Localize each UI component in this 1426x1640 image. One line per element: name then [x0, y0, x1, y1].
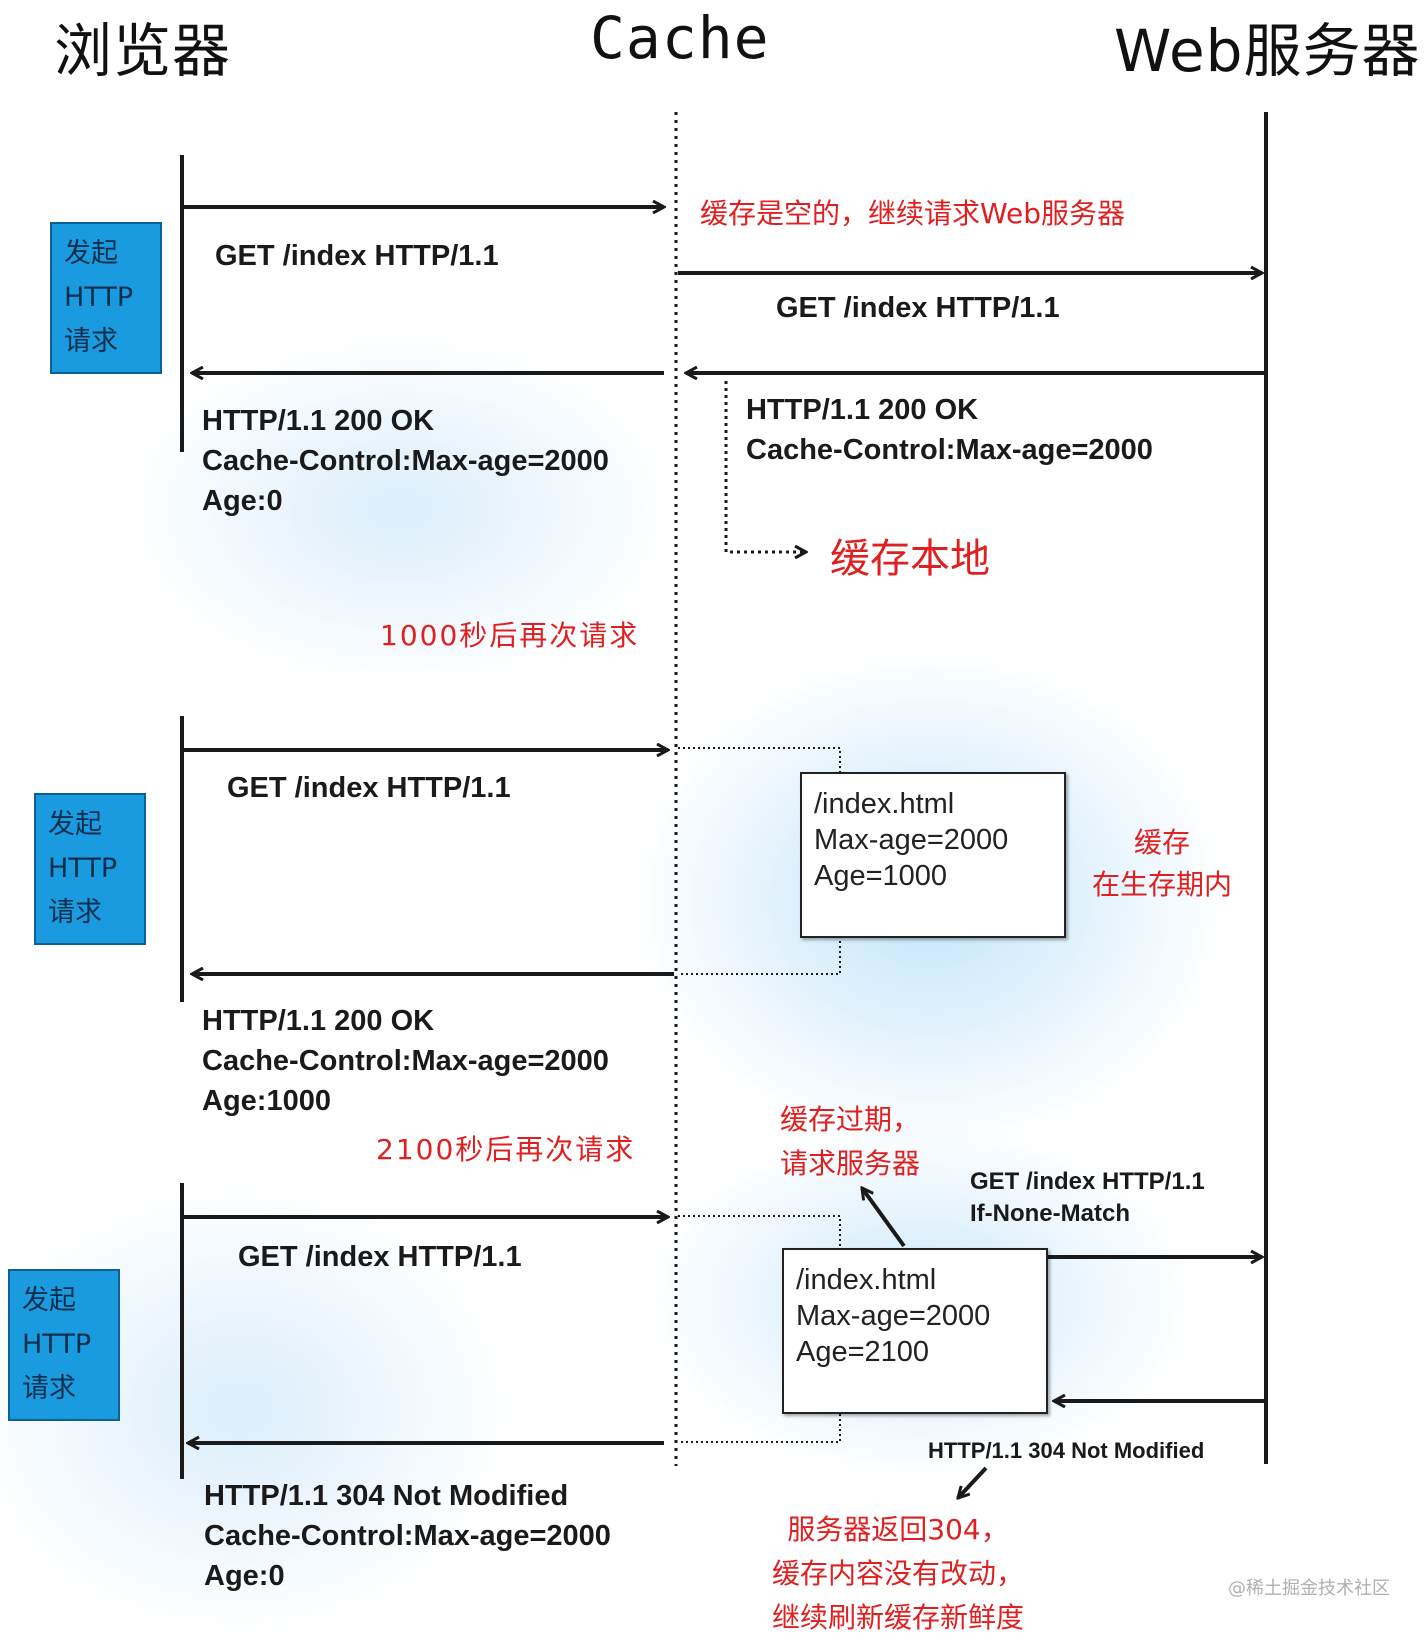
request-label-1: GET /index HTTP/1.1	[215, 240, 499, 272]
cache-entry-line: /index.html	[814, 788, 955, 820]
server-response-1: HTTP/1.1 200 OK Cache-Control:Max-age=20…	[746, 390, 1153, 470]
response-line: HTTP/1.1 304 Not Modified	[204, 1480, 569, 1512]
note-line: 缓存过期，	[780, 1103, 921, 1136]
response-line: HTTP/1.1 200 OK	[202, 1005, 435, 1037]
badge-http-request-3: 发起 HTTP 请求	[8, 1269, 120, 1421]
request-label-2: GET /index HTTP/1.1	[227, 772, 511, 804]
header-browser: 浏览器	[54, 17, 232, 85]
pointer-server-note	[958, 1466, 988, 1498]
header-cache: Cache	[590, 4, 770, 72]
response-line: Age:0	[204, 1560, 285, 1592]
server-304-note: 服务器返回304， 缓存内容没有改动， 继续刷新缓存新鲜度	[772, 1508, 1024, 1640]
response-line: HTTP/1.1 200 OK	[202, 405, 435, 437]
badge-line: 请求	[22, 1373, 76, 1404]
browser-response-1: HTTP/1.1 200 OK Cache-Control:Max-age=20…	[202, 401, 609, 521]
request-line: If-None-Match	[970, 1200, 1130, 1227]
response-line: Cache-Control:Max-age=2000	[204, 1520, 611, 1552]
badge-line: HTTP	[64, 282, 134, 313]
badge-line: 发起	[48, 809, 102, 840]
badge-line: 请求	[64, 326, 118, 357]
note-line: 继续刷新缓存新鲜度	[772, 1601, 1025, 1634]
delay-note-1: 1000秒后再次请求	[380, 619, 640, 652]
note-line: 缓存内容没有改动，	[772, 1557, 1025, 1590]
badge-http-request-2: 发起 HTTP 请求	[34, 793, 146, 945]
cache-entry-box-2: /index.html Max-age=2000 Age=1000	[800, 772, 1066, 938]
pointer-expired-note	[862, 1188, 906, 1248]
request-line: GET /index HTTP/1.1	[970, 1168, 1205, 1195]
badge-line: HTTP	[22, 1329, 92, 1360]
note-line: 在生存期内	[1092, 868, 1233, 901]
cache-entry-line: Age=1000	[814, 860, 948, 892]
cache-entry-line: Age=2100	[796, 1336, 930, 1368]
response-line: Cache-Control:Max-age=2000	[202, 1045, 609, 1077]
response-line: Cache-Control:Max-age=2000	[746, 434, 1153, 466]
request-label-3: GET /index HTTP/1.1	[238, 1241, 522, 1273]
delay-note-2: 2100秒后再次请求	[376, 1133, 636, 1166]
badge-line: 发起	[22, 1285, 76, 1316]
forward-request-label-1: GET /index HTTP/1.1	[776, 292, 1060, 324]
server-response-label-3: HTTP/1.1 304 Not Modified	[928, 1438, 1205, 1463]
browser-response-2: HTTP/1.1 200 OK Cache-Control:Max-age=20…	[202, 1001, 609, 1121]
cache-local-note: 缓存本地	[830, 536, 990, 582]
badge-line: HTTP	[48, 853, 118, 884]
response-line: Cache-Control:Max-age=2000	[202, 445, 609, 477]
arrow-cache-local	[724, 381, 806, 552]
response-line: Age:0	[202, 485, 283, 517]
watermark: @稀土掘金技术社区	[1228, 1578, 1390, 1599]
cache-expired-note: 缓存过期， 请求服务器	[780, 1098, 920, 1186]
badge-http-request-1: 发起 HTTP 请求	[50, 222, 162, 374]
note-line: 服务器返回304，	[787, 1513, 1009, 1546]
cache-entry-line: /index.html	[796, 1264, 937, 1296]
note-line: 缓存	[1134, 826, 1191, 859]
badge-line: 请求	[48, 897, 102, 928]
cache-entry-line: Max-age=2000	[796, 1300, 991, 1332]
cache-fresh-note: 缓存 在生存期内	[1092, 822, 1232, 906]
badge-line: 发起	[64, 238, 118, 269]
cache-empty-note: 缓存是空的，继续请求Web服务器	[700, 197, 1126, 230]
response-line: Age:1000	[202, 1085, 331, 1117]
forward-request-label-3: GET /index HTTP/1.1 If-None-Match	[970, 1166, 1205, 1230]
response-line: HTTP/1.1 200 OK	[746, 394, 979, 426]
cache-entry-line: Max-age=2000	[814, 824, 1009, 856]
browser-response-3: HTTP/1.1 304 Not Modified Cache-Control:…	[204, 1476, 611, 1596]
header-server: Web服务器	[1114, 17, 1421, 85]
cache-entry-box-3: /index.html Max-age=2000 Age=2100	[782, 1248, 1048, 1414]
note-line: 请求服务器	[780, 1147, 921, 1180]
